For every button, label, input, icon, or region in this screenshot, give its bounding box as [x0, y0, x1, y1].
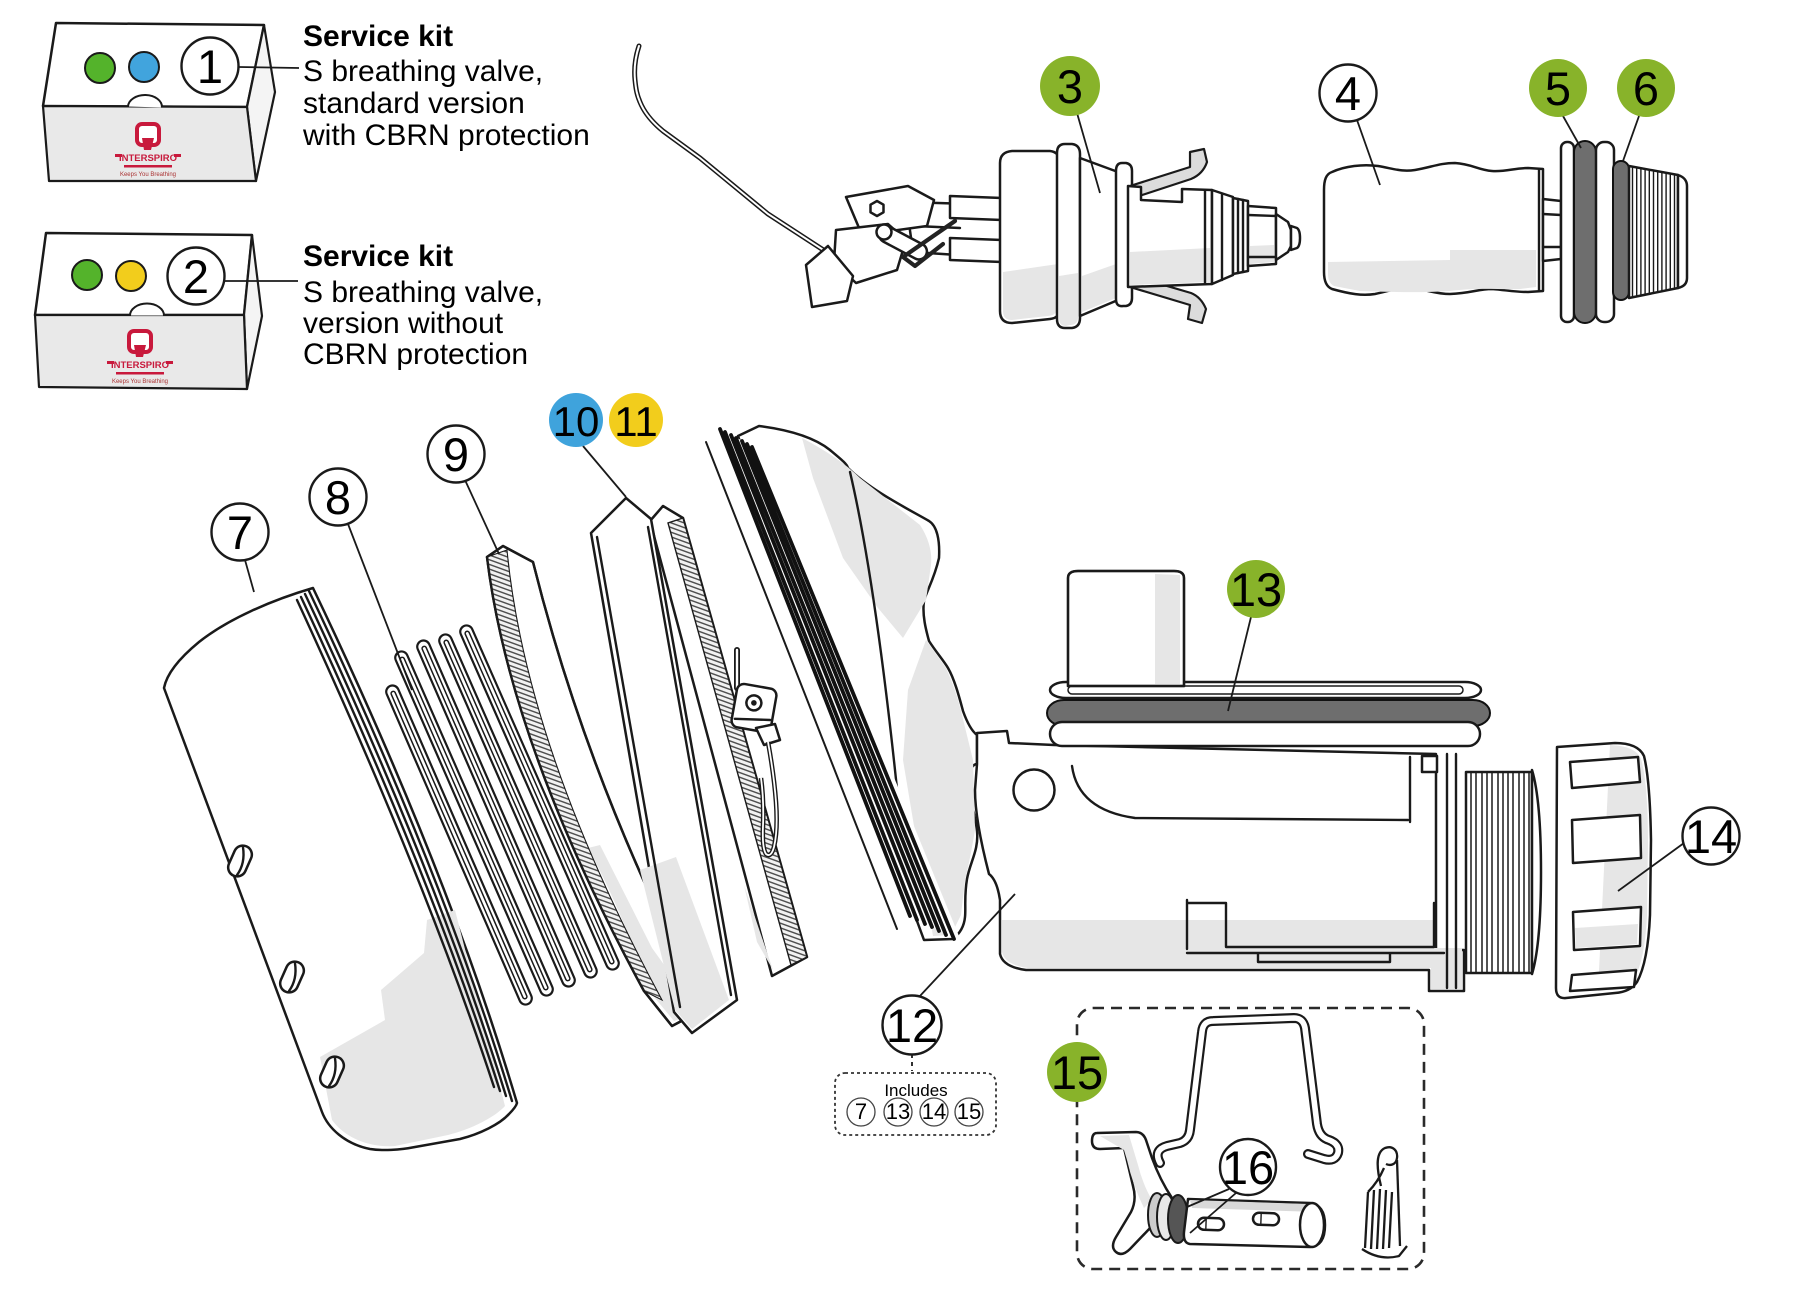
svg-text:Keeps You Breathing: Keeps You Breathing: [120, 172, 176, 178]
svg-text:13: 13: [1230, 563, 1282, 616]
svg-text:6: 6: [1633, 62, 1659, 115]
svg-text:S breathing valve,: S breathing valve,: [303, 55, 543, 88]
svg-text:4: 4: [1335, 67, 1361, 120]
svg-text:Keeps You Breathing: Keeps You Breathing: [112, 379, 168, 385]
svg-text:with CBRN protection: with CBRN protection: [302, 119, 590, 152]
svg-text:16: 16: [1222, 1141, 1274, 1194]
svg-text:10: 10: [553, 398, 600, 445]
svg-text:14: 14: [922, 1099, 946, 1124]
svg-text:14: 14: [1685, 810, 1737, 863]
svg-text:8: 8: [325, 471, 351, 524]
svg-text:9: 9: [443, 428, 469, 481]
svg-text:13: 13: [886, 1099, 910, 1124]
svg-text:CBRN protection: CBRN protection: [303, 338, 528, 371]
svg-text:15: 15: [957, 1099, 981, 1124]
svg-text:7: 7: [855, 1099, 867, 1124]
svg-text:5: 5: [1545, 62, 1571, 115]
svg-text:7: 7: [227, 506, 253, 559]
svg-text:1: 1: [197, 40, 223, 93]
svg-text:12: 12: [886, 999, 938, 1052]
svg-text:INTERSPIRO: INTERSPIRO: [111, 360, 169, 371]
svg-text:S breathing valve,: S breathing valve,: [303, 276, 543, 309]
svg-text:INTERSPIRO: INTERSPIRO: [119, 153, 177, 164]
svg-text:11: 11: [614, 398, 658, 445]
svg-text:Service kit: Service kit: [303, 240, 453, 273]
svg-text:Includes: Includes: [884, 1081, 947, 1100]
svg-text:version without: version without: [303, 307, 504, 340]
svg-text:Service kit: Service kit: [303, 20, 453, 53]
svg-text:3: 3: [1057, 60, 1083, 113]
svg-text:standard version: standard version: [303, 87, 525, 120]
svg-text:15: 15: [1051, 1046, 1103, 1099]
svg-text:2: 2: [183, 250, 209, 303]
